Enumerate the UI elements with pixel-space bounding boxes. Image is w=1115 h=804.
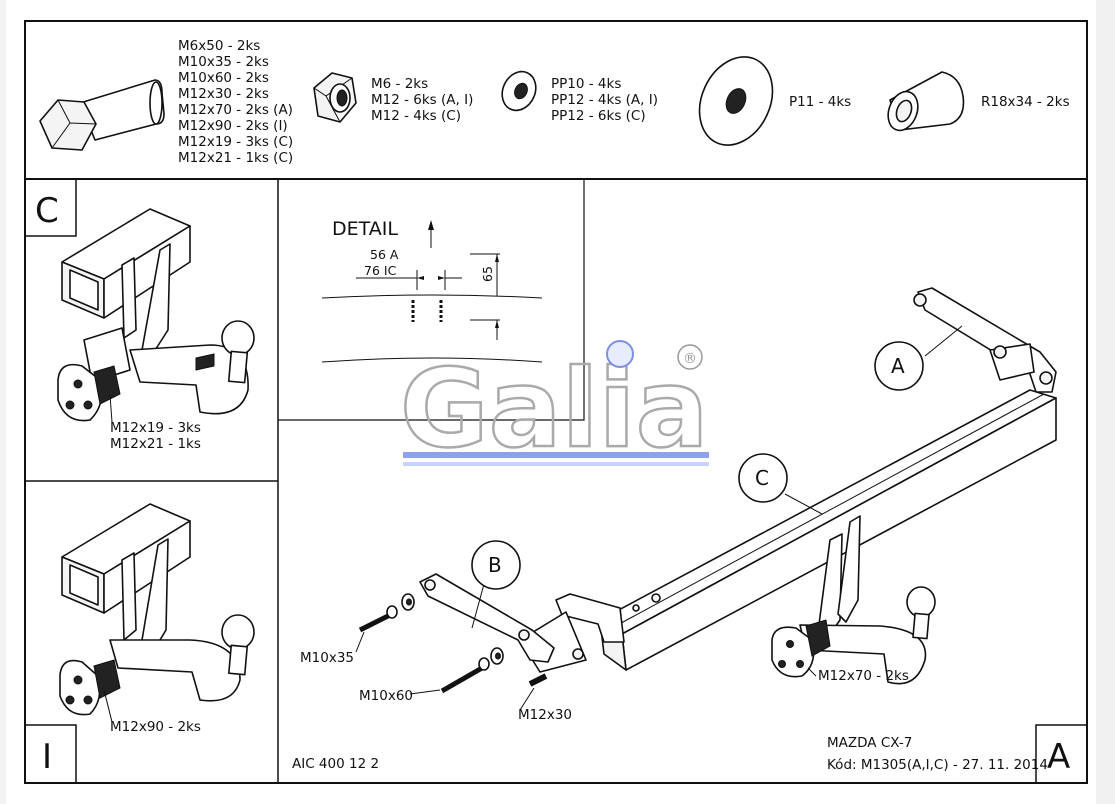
nut-list-item: M12 - 6ks (A, I) [371, 92, 473, 108]
label-m10x35: M10x35 [300, 650, 354, 666]
panel-c-letter-box [24, 178, 77, 237]
page-edge [1096, 0, 1115, 804]
bolt-list-item: M12x21 - 1ks (C) [178, 150, 293, 166]
spacer-label: R18x34 - 2ks [981, 94, 1070, 110]
vehicle-model: MAZDA CX-7 [827, 735, 912, 751]
logo-dot [606, 340, 634, 368]
towbar-main-illustration [355, 287, 1057, 711]
callout-c: C [738, 453, 788, 503]
panel-i-bolt-label: M12x90 - 2ks [110, 719, 201, 735]
bolt-list-item: M6x50 - 2ks [178, 38, 260, 54]
detail-dim-a: 56 A [370, 247, 399, 262]
washer-list: PP10 - 4ks PP12 - 4ks (A, I) PP12 - 6ks … [551, 76, 658, 124]
panel-i-letter-box [24, 724, 77, 784]
nut-list: M6 - 2ks M12 - 6ks (A, I) M12 - 4ks (C) [371, 76, 473, 124]
callout-b: B [471, 540, 521, 590]
detail-dim-ic: 76 IC [364, 263, 397, 278]
panel-i-letter: I [42, 737, 52, 777]
corner-letter-box [1035, 724, 1088, 784]
bolt-list-item: M10x35 - 2ks [178, 54, 269, 70]
logo-underline-blue [403, 452, 709, 458]
label-m12x70: M12x70 - 2ks [818, 668, 909, 684]
large-washer-icon [698, 56, 774, 146]
nut-list-item: M6 - 2ks [371, 76, 428, 92]
nut-icon [313, 72, 357, 123]
detail-dimension-lines [321, 253, 543, 363]
nut-list-item: M12 - 4ks (C) [371, 108, 461, 124]
drawing-frame [24, 20, 1088, 784]
galia-logo: Galia ® [399, 340, 710, 473]
detail-box [278, 179, 585, 421]
panel-c-bolt-label: M12x21 - 1ks [110, 436, 201, 452]
page-edge-left [0, 0, 6, 804]
bolt-list-item: M12x19 - 3ks (C) [178, 134, 293, 150]
large-washer-label: P11 - 4ks [789, 94, 851, 110]
callout-a: A [874, 341, 924, 391]
logo-registered-ring [677, 344, 703, 370]
bolt-list-item: M12x90 - 2ks (I) [178, 118, 288, 134]
kod-line: Kód: M1305(A,I,C) - 27. 11. 2014 [827, 757, 1048, 773]
panel-c-bolt-label: M12x19 - 3ks [110, 420, 201, 436]
bolt-list: M6x50 - 2ks M10x35 - 2ks M10x60 - 2ks M1… [178, 38, 293, 166]
detail-up-arrow [428, 220, 434, 248]
washer-list-item: PP12 - 4ks (A, I) [551, 92, 658, 108]
towbar-c-illustration [57, 208, 255, 423]
logo-registered-mark: ® [683, 351, 697, 367]
bolt-icon [39, 79, 165, 151]
corner-letter: A [1047, 737, 1070, 777]
bolt-list-item: M12x70 - 2ks (A) [178, 102, 293, 118]
spacer-icon [887, 71, 965, 132]
towbar-i-illustration [59, 503, 255, 723]
bolt-list-item: M12x30 - 2ks [178, 86, 269, 102]
label-m10x60: M10x60 [359, 688, 413, 704]
drawing-code: AIC 400 12 2 [292, 756, 379, 772]
label-m12x30: M12x30 [518, 707, 572, 723]
bolt-list-item: M10x60 - 2ks [178, 70, 269, 86]
washer-list-item: PP12 - 6ks (C) [551, 108, 646, 124]
panel-c-letter: C [35, 191, 59, 231]
callout-c-letter: C [755, 466, 769, 490]
washer-list-item: PP10 - 4ks [551, 76, 621, 92]
detail-dim-height: 65 [480, 266, 495, 282]
detail-title: DETAIL [332, 218, 398, 240]
logo-underline-light [403, 462, 709, 466]
callout-b-letter: B [488, 553, 502, 577]
washer-icon [501, 70, 537, 112]
callout-a-letter: A [891, 354, 905, 378]
